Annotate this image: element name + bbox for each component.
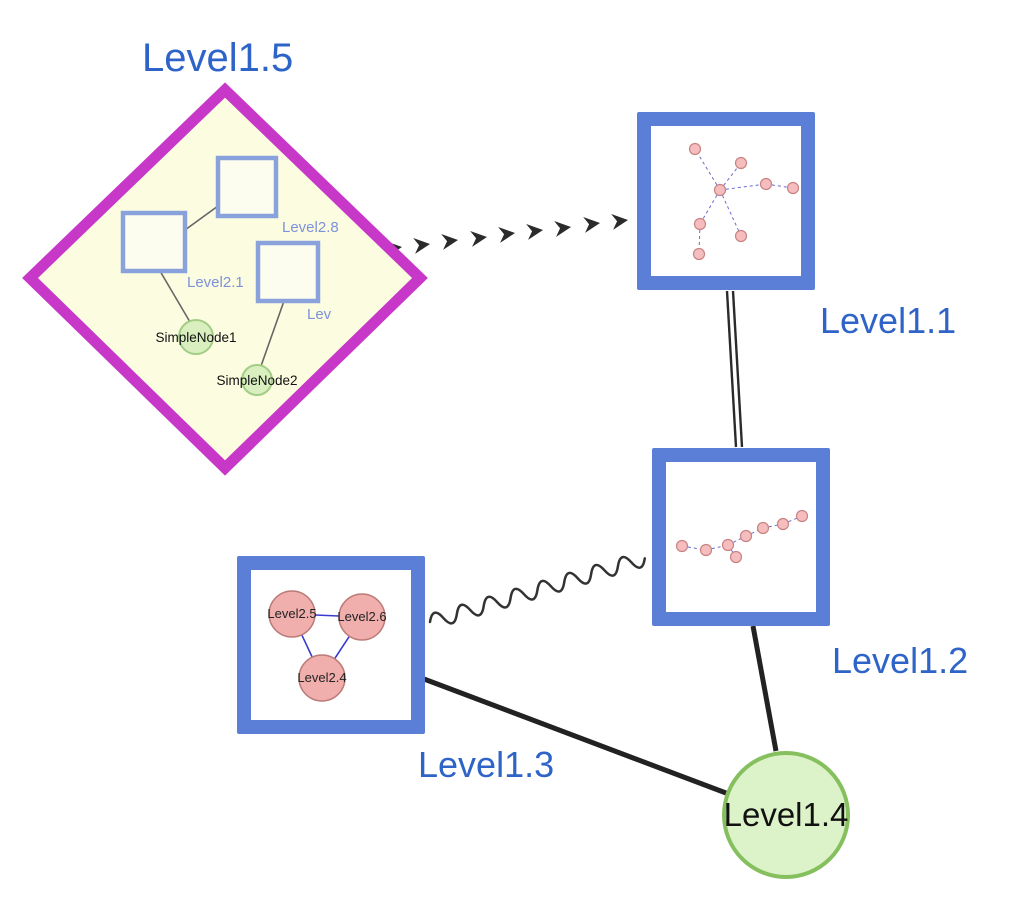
node-level1-5-container: Level2.8 Level2.1 Lev SimpleNode1 Simple… xyxy=(22,82,428,476)
level13-subgraph: Level2.5 Level2.6 Level2.4 xyxy=(267,590,387,702)
subgraph-node[interactable] xyxy=(734,156,748,170)
edge-level15-level11[interactable] xyxy=(385,212,629,257)
simple-node-2-label: SimpleNode2 xyxy=(216,373,297,388)
level2-4-label: Level2.4 xyxy=(297,670,346,685)
level2-1-label: Level2.1 xyxy=(187,274,244,291)
edge-level13-level12[interactable] xyxy=(428,551,647,629)
subgraph-node[interactable] xyxy=(692,247,706,261)
level2-clipped-label: Lev xyxy=(307,306,332,323)
subgraph-node[interactable] xyxy=(699,543,713,557)
node-level1-3[interactable]: Level2.5 Level2.6 Level2.4 xyxy=(237,556,425,734)
subgraph-node[interactable] xyxy=(786,181,800,195)
simple-node-1[interactable] xyxy=(178,319,214,355)
level2-6-node[interactable] xyxy=(338,593,386,641)
level2-5-label: Level2.5 xyxy=(267,606,316,621)
subgraph-node[interactable] xyxy=(756,521,770,535)
edge-level12-level14[interactable] xyxy=(750,625,779,752)
level2-1-square-node[interactable] xyxy=(120,210,188,274)
subgraph-node[interactable] xyxy=(713,183,727,197)
node-level1-5-label: Level1.5 xyxy=(142,36,294,80)
simple-node-1-label: SimpleNode1 xyxy=(155,330,236,345)
level12-subgraph xyxy=(675,509,809,564)
subgraph-node[interactable] xyxy=(734,229,748,243)
simple-node-2[interactable] xyxy=(241,364,273,396)
subgraph-node[interactable] xyxy=(675,539,689,553)
subgraph-node[interactable] xyxy=(688,142,702,156)
subgraph-node[interactable] xyxy=(776,517,790,531)
edge-level13-level14[interactable] xyxy=(423,676,727,796)
subgraph-node[interactable] xyxy=(739,529,753,543)
level15-inner-edges xyxy=(159,205,285,367)
node-level1-2-label: Level1.2 xyxy=(832,640,969,681)
subgraph-node[interactable] xyxy=(693,217,707,231)
node-level1-4[interactable]: Level1.4 xyxy=(722,751,850,879)
subgraph-node[interactable] xyxy=(729,550,743,564)
node-level1-3-label: Level1.3 xyxy=(418,744,555,785)
level11-subgraph xyxy=(688,142,800,261)
node-level1-5[interactable] xyxy=(22,82,428,476)
node-level1-1[interactable] xyxy=(637,112,815,290)
node-level1-2[interactable] xyxy=(652,448,830,626)
edge-level11-level12[interactable] xyxy=(725,290,744,448)
level11-subgraph-edges xyxy=(694,148,794,255)
subgraph-node[interactable] xyxy=(759,177,773,191)
level2-clipped-square-node[interactable] xyxy=(255,240,321,304)
level2-6-label: Level2.6 xyxy=(337,609,386,624)
level2-8-square-node[interactable] xyxy=(215,155,279,219)
level2-8-label: Level2.8 xyxy=(282,219,339,236)
node-level1-1-label: Level1.1 xyxy=(820,300,957,341)
level2-4-node[interactable] xyxy=(298,654,346,702)
level2-5-node[interactable] xyxy=(268,590,316,638)
subgraph-node[interactable] xyxy=(795,509,809,523)
subgraph-node[interactable] xyxy=(721,538,735,552)
node-level1-4-label: Level1.4 xyxy=(723,796,849,833)
